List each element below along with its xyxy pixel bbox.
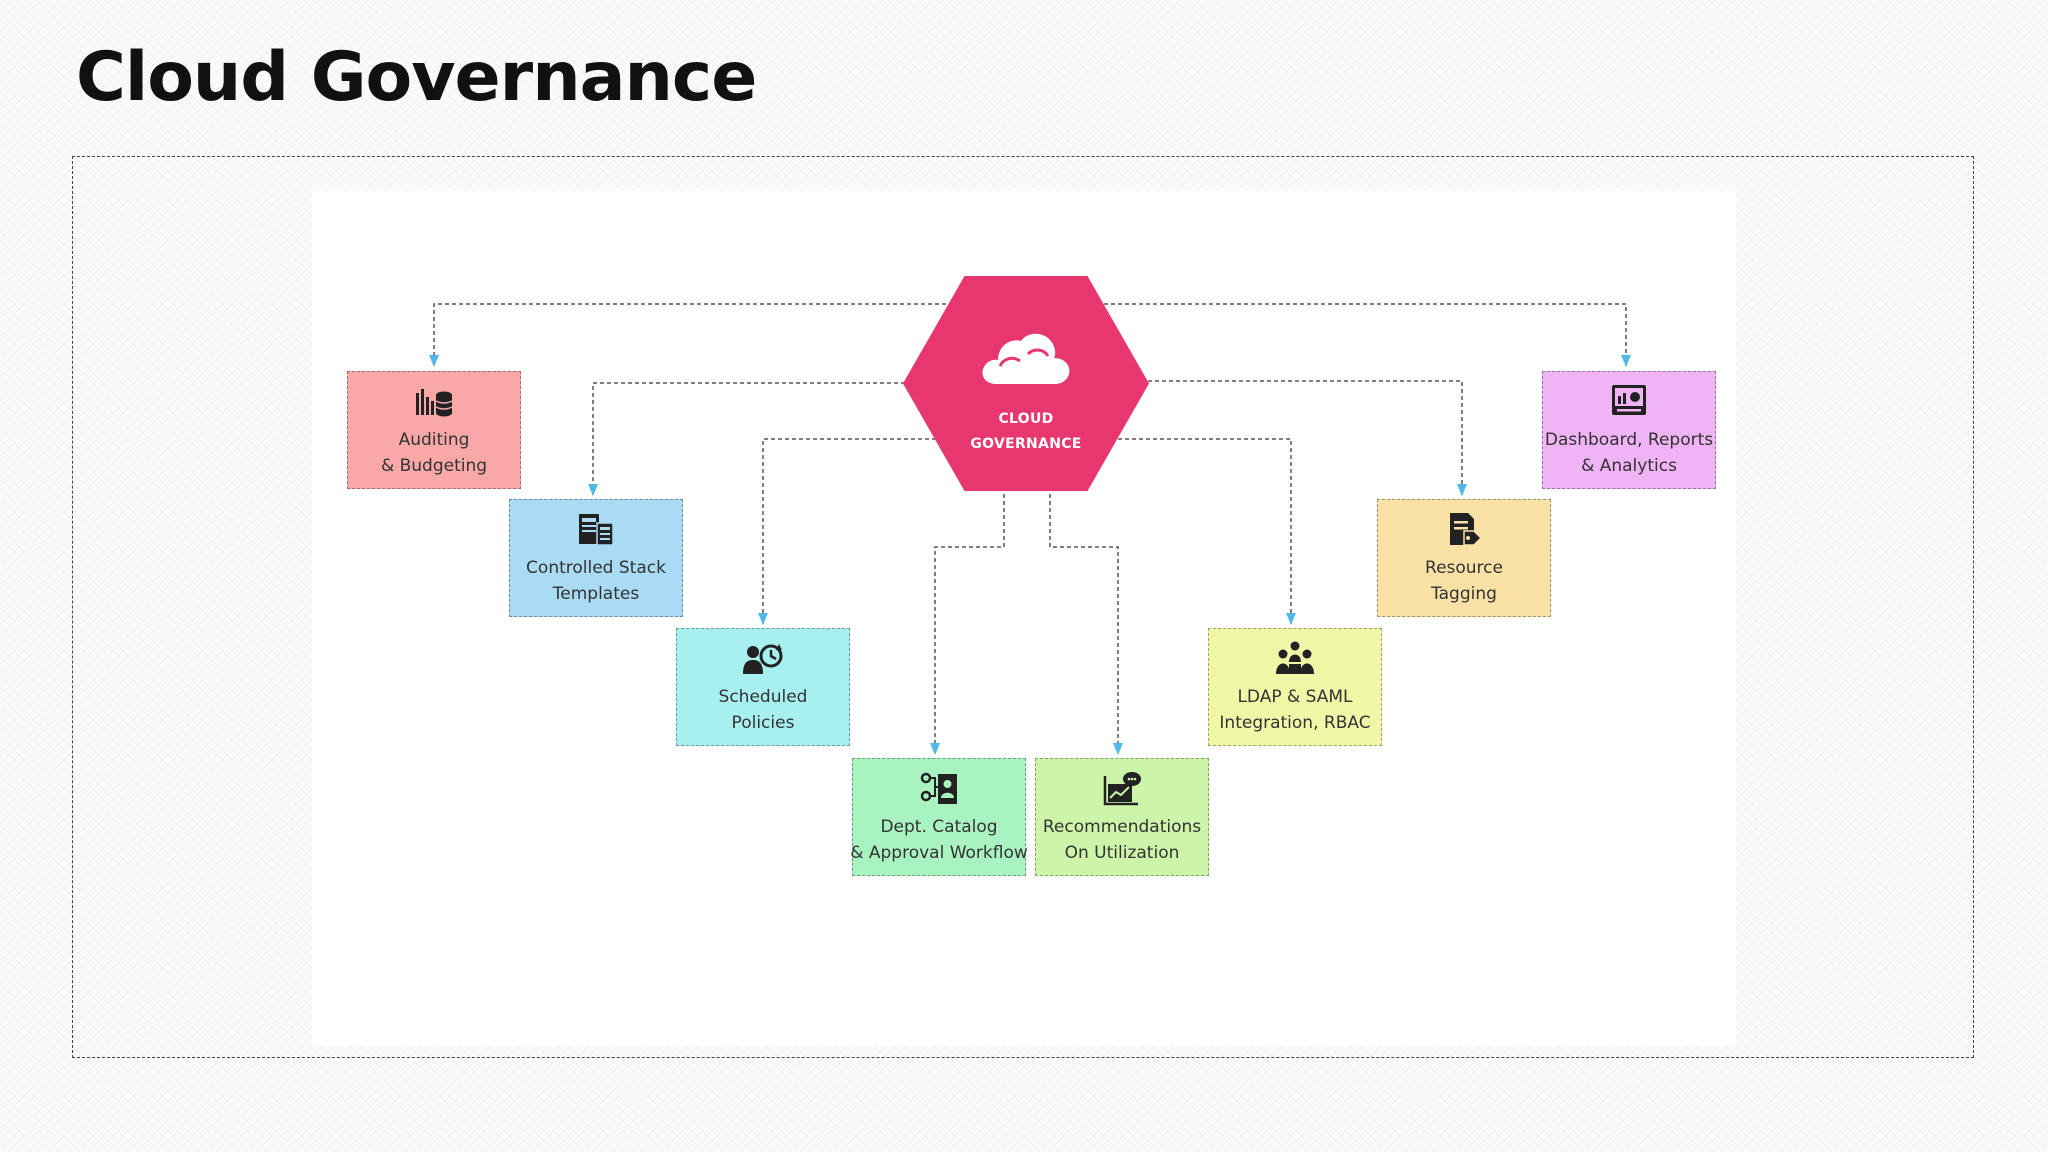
catalog-workflow-icon <box>920 772 957 804</box>
connector-ldap-saml <box>1118 438 1296 625</box>
budget-chart-icon <box>416 389 453 417</box>
node-label-line1: Controlled Stack <box>526 558 666 578</box>
node-label-line1: Resource <box>1425 558 1503 578</box>
connector-auditing <box>429 303 960 367</box>
node-label-line1: Dept. Catalog <box>880 817 998 837</box>
cloud-icon <box>982 333 1070 384</box>
node-label-line2: & Budgeting <box>380 456 488 476</box>
node-label-line1: LDAP & SAML <box>1237 687 1353 707</box>
connector-recommendations <box>1049 494 1123 755</box>
node-label-line1: Recommendations <box>1042 817 1202 837</box>
node-label-line2: Templates <box>552 584 640 604</box>
slide-title: Cloud Governance <box>76 38 757 117</box>
dashboard-icon <box>1612 385 1646 415</box>
connector-scheduled-policies <box>758 438 936 625</box>
connector-resource-tagging <box>1148 380 1467 496</box>
node-label-line2: & Analytics <box>1581 456 1677 476</box>
node-label-line2: Policies <box>731 713 795 733</box>
node-dashboard-reports-analytics: Dashboard, Reports & Analytics <box>1542 371 1716 489</box>
utilization-chart-icon <box>1103 772 1141 806</box>
content-frame <box>72 156 1974 1058</box>
user-schedule-icon <box>743 644 783 674</box>
connector-dept-catalog <box>930 494 1005 755</box>
node-scheduled-policies: Scheduled Policies <box>676 628 850 746</box>
connector-stack-templates <box>588 382 905 496</box>
node-label-line2: Integration, RBAC <box>1219 713 1371 733</box>
node-label-line2: & Approval Workflow <box>850 843 1028 863</box>
node-controlled-stack-templates: Controlled Stack Templates <box>509 499 683 617</box>
templates-icon <box>579 514 614 546</box>
node-label-line2: Tagging <box>1431 584 1497 604</box>
center-label-line1: CLOUD <box>998 411 1054 427</box>
node-auditing-budgeting: Auditing & Budgeting <box>347 371 521 489</box>
node-recommendations-utilization: Recommendations On Utilization <box>1035 758 1209 876</box>
tag-document-icon <box>1450 513 1483 546</box>
node-label-line1: Scheduled <box>718 687 808 707</box>
node-label-line2: On Utilization <box>1064 843 1180 863</box>
connector-dashboard <box>1090 303 1631 367</box>
node-label-line1: Auditing <box>398 430 470 450</box>
node-label-line1: Dashboard, Reports <box>1544 430 1714 450</box>
user-group-icon <box>1276 641 1314 674</box>
node-ldap-saml-rbac: LDAP & SAML Integration, RBAC <box>1208 628 1382 746</box>
node-dept-catalog-approval: Dept. Catalog & Approval Workflow <box>850 758 1028 876</box>
cloud-governance-hexagon: CLOUD GOVERNANCE <box>903 276 1149 491</box>
node-resource-tagging: Resource Tagging <box>1377 499 1551 617</box>
center-label-line2: GOVERNANCE <box>970 436 1082 452</box>
